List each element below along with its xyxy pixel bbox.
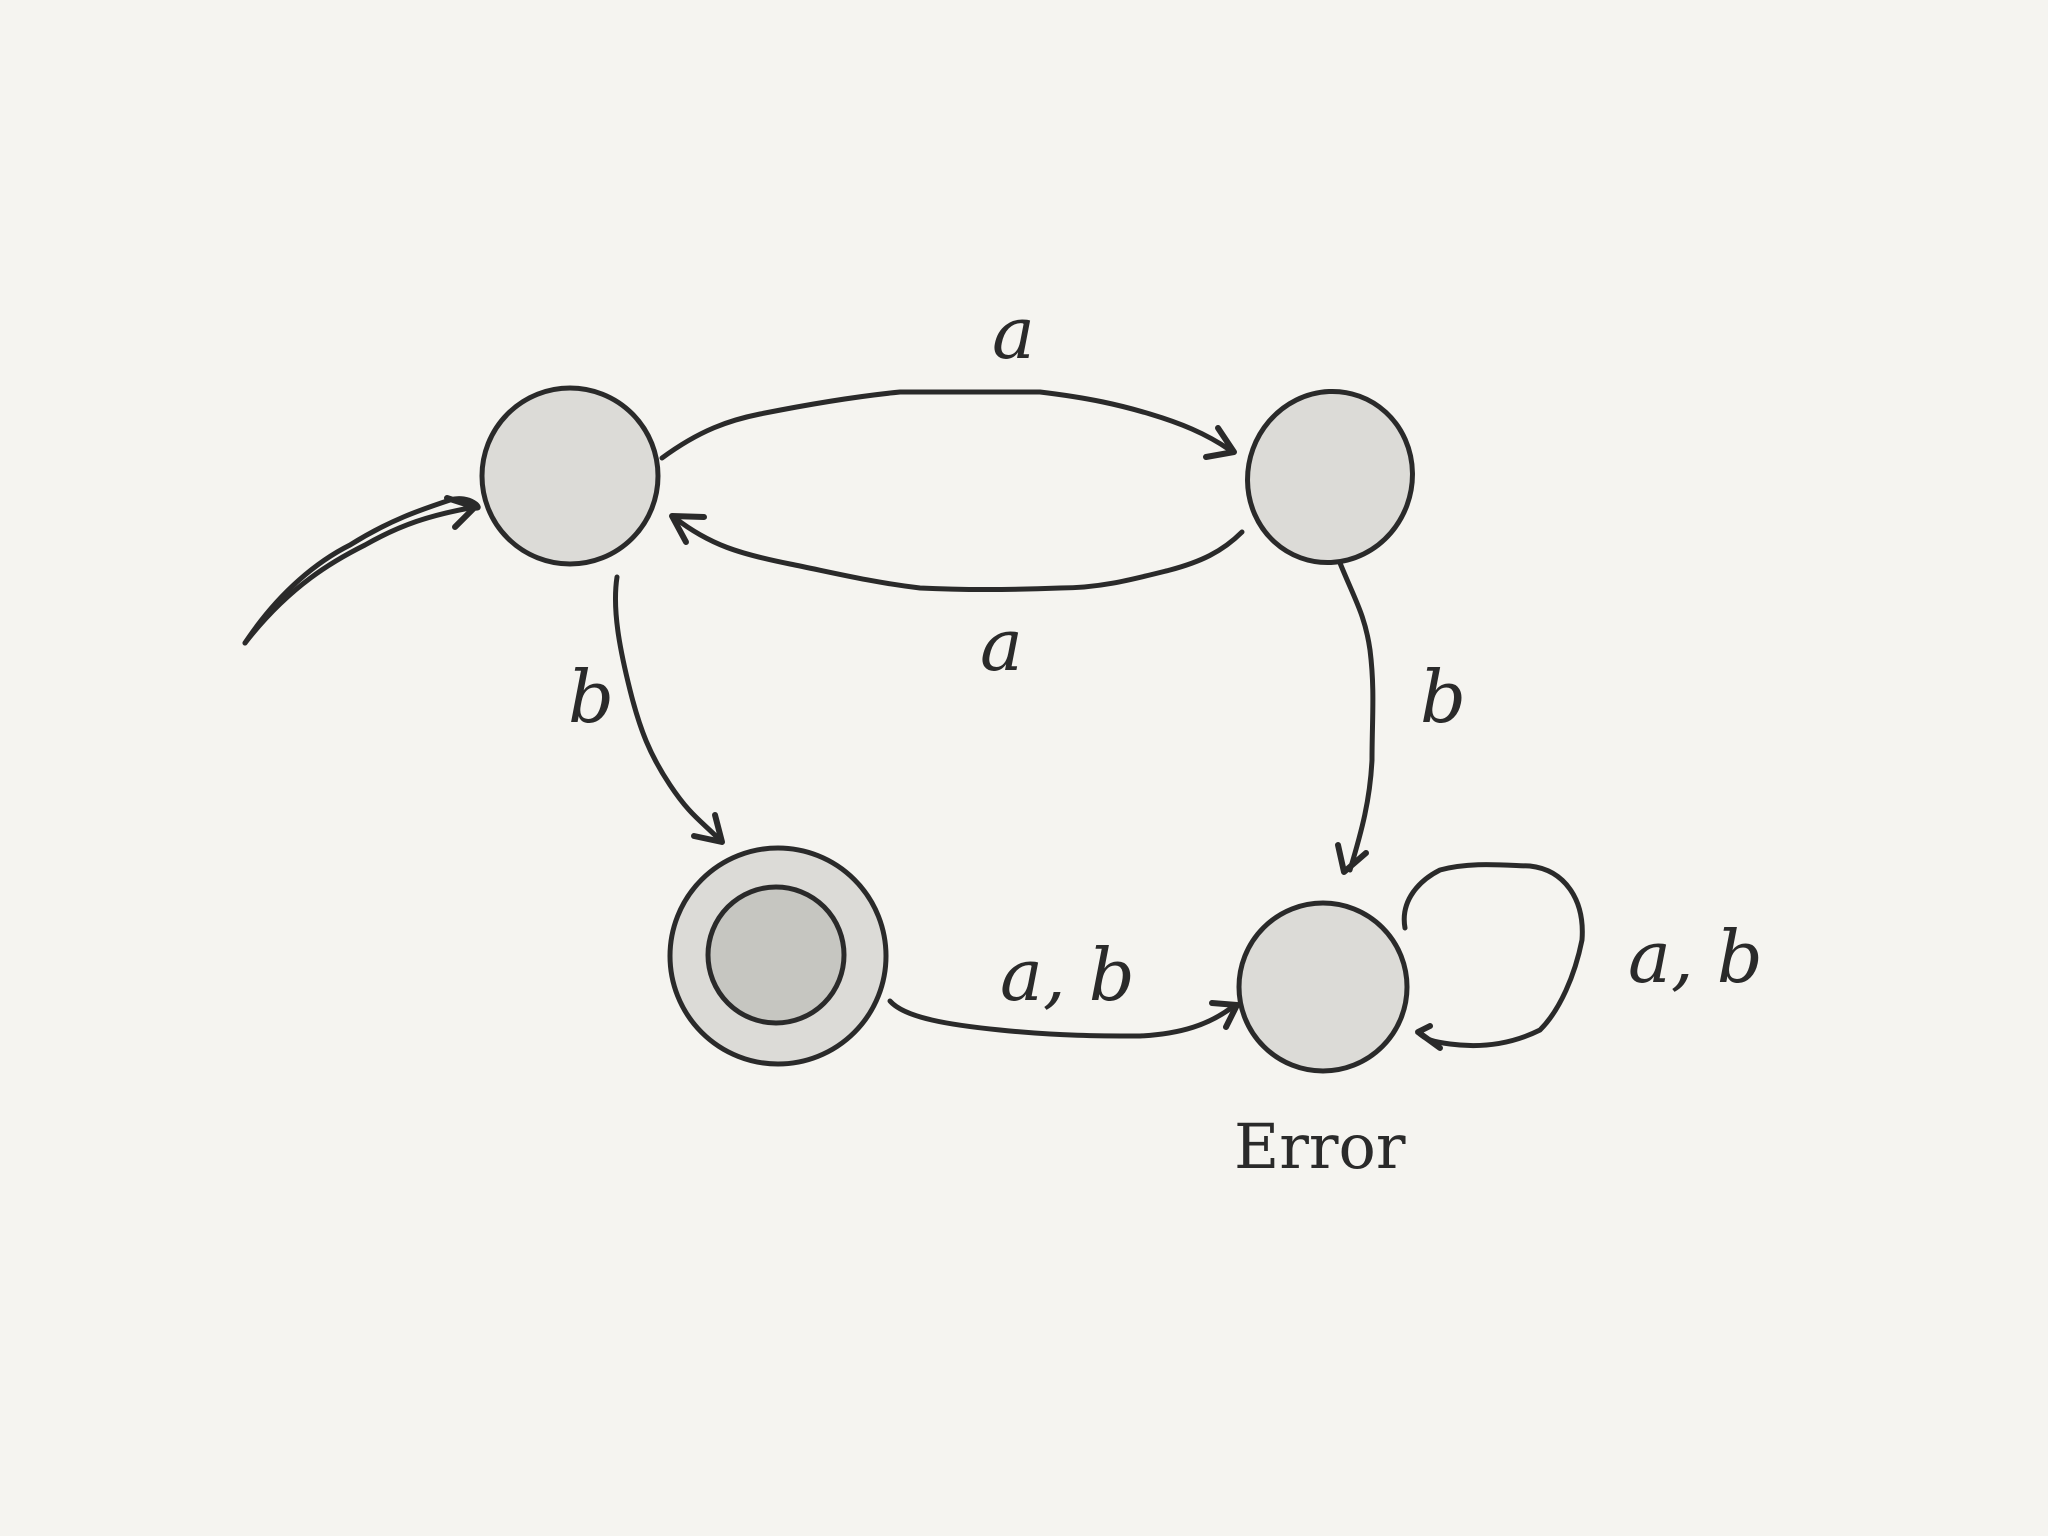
label-q0-q2: b [568, 655, 614, 739]
arrowhead-q1-error [1335, 842, 1369, 875]
arrowhead-error-self-loop [1415, 1023, 1443, 1051]
state-q2-accepting-inner [705, 884, 847, 1026]
initial-arrowhead [444, 495, 478, 530]
edge-q1-error [1337, 560, 1376, 873]
label-q0-q1: a [992, 291, 1035, 375]
arrowhead-q0-q2 [691, 812, 725, 845]
initial-arrow-line [242, 504, 478, 646]
edge-error-self-loop [1401, 862, 1585, 1049]
edge-q0-q1 [659, 389, 1233, 461]
state-q1 [1245, 388, 1415, 566]
state-error [1236, 900, 1410, 1074]
edge-q2-error [887, 998, 1238, 1039]
edge-q0-q2 [612, 574, 723, 843]
state-q0 [479, 385, 661, 567]
state-error-name: Error [1234, 1110, 1406, 1183]
arrowhead-q1-q0 [669, 513, 707, 545]
label-error-self-loop: a, b [1628, 915, 1763, 999]
arrowhead-q2-error [1209, 1000, 1240, 1030]
label-q1-error: b [1420, 655, 1466, 739]
label-q1-q0: a [980, 603, 1023, 687]
initial-arrow [242, 496, 481, 646]
arrowhead-q0-q1 [1203, 425, 1237, 460]
label-q2-error: a, b [1000, 933, 1135, 1017]
edge-q1-q0 [672, 515, 1245, 592]
